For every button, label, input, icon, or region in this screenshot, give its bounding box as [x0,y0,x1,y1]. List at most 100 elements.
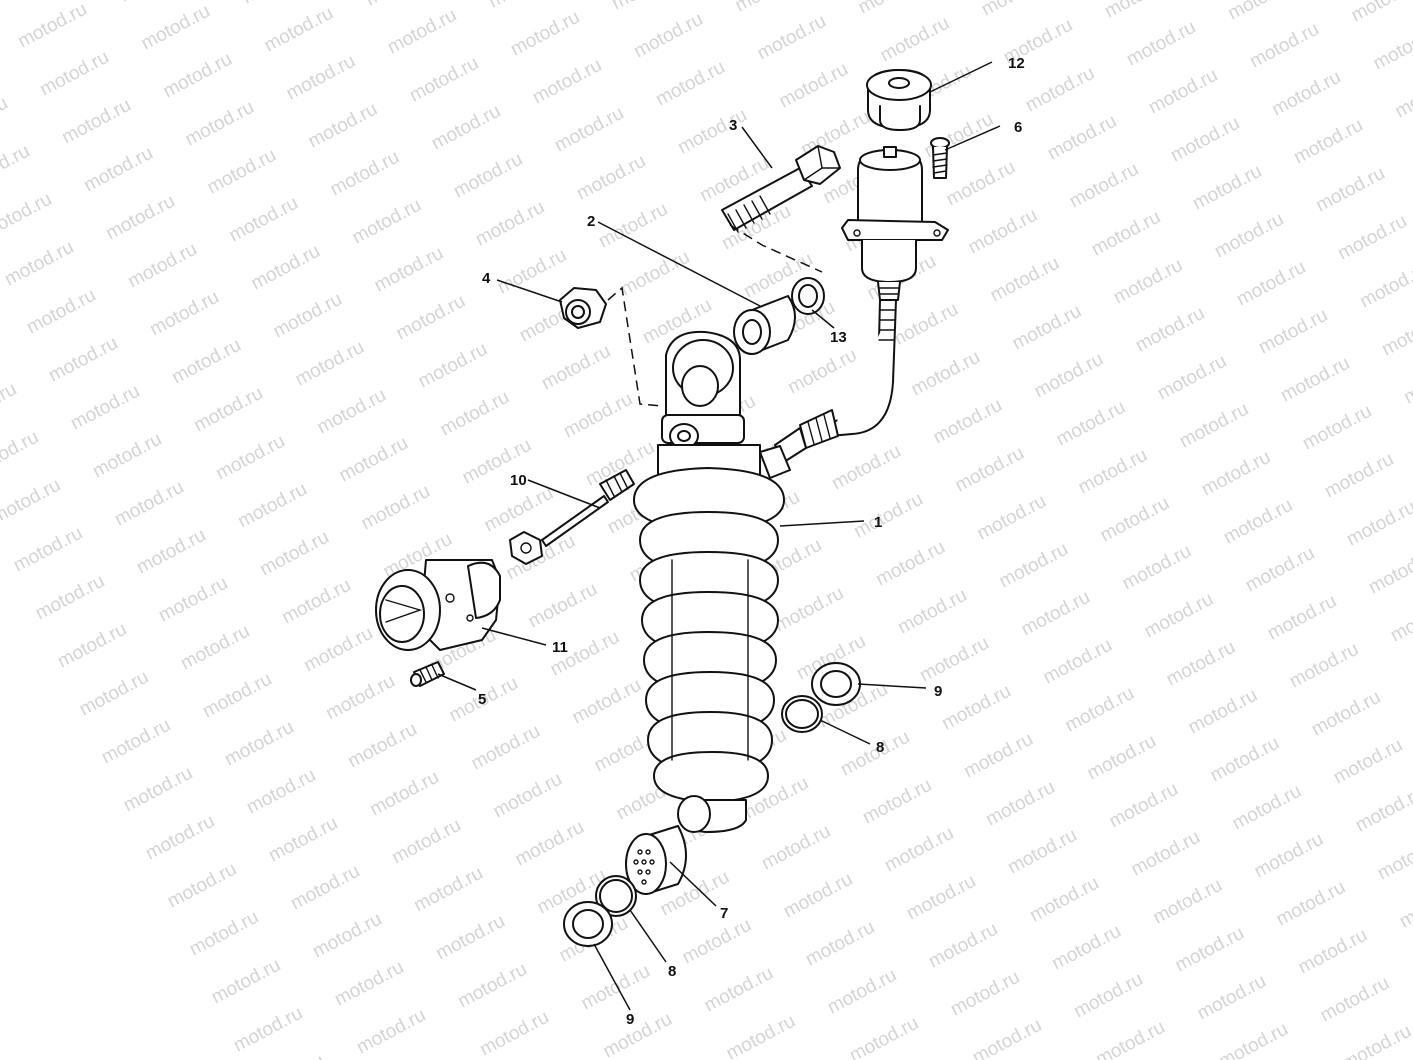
watermark-text: motod.ru [1352,783,1413,837]
watermark-text: motod.ru [938,681,1014,735]
watermark-text: motod.ru [1,237,77,291]
watermark-text: motod.ru [146,287,222,341]
watermark-text: motod.ru [287,861,363,915]
watermark-text: motod.ru [1040,635,1116,689]
watermark-text: motod.ru [0,189,55,243]
watermark-text: motod.ru [362,0,438,10]
watermark-text: motod.ru [1132,303,1208,357]
watermark-text: motod.ru [908,347,984,401]
watermark-text: motod.ru [930,395,1006,449]
watermark-text: motod.ru [1334,211,1410,265]
watermark-text: motod.ru [679,915,755,969]
watermark-text: motod.ru [855,0,931,18]
part-mounting-bolt [721,145,841,273]
callout-spring-shock-assembly: 1 [874,514,882,531]
watermark-text: motod.ru [155,573,231,627]
watermark-text: motod.ru [1207,733,1283,787]
watermark-text: motod.ru [23,285,99,339]
watermark-text: motod.ru [1172,923,1248,977]
callout-washer: 13 [830,329,847,346]
watermark-text: motod.ru [1299,401,1375,455]
watermark-text: motod.ru [754,11,830,65]
callout-seal-left: 9 [626,1011,634,1028]
watermark-text: motod.ru [850,489,926,543]
watermark-text: motod.ru [494,245,570,299]
watermark-text: motod.ru [142,811,218,865]
part-seal-right [811,662,861,706]
watermark-text: motod.ru [1339,1021,1413,1060]
watermark-text: motod.ru [1211,209,1287,263]
watermark-text: motod.ru [327,147,403,201]
watermark-text: motod.ru [886,299,962,353]
watermark-text: motod.ru [1343,497,1413,551]
watermark-text: motod.ru [358,481,434,535]
watermark-text: motod.ru [1242,543,1318,597]
watermark-text: motod.ru [1092,1017,1168,1060]
watermark-text: motod.ru [1251,829,1327,883]
watermark-text: motod.ru [701,963,777,1017]
watermark-text: motod.ru [204,145,280,199]
watermark-text: motod.ru [974,491,1050,545]
watermark-text: motod.ru [608,0,684,14]
watermark-text: motod.ru [349,195,425,249]
watermark-text: motod.ru [1400,355,1413,409]
watermark-text: motod.ru [234,479,310,533]
watermark-text: motod.ru [292,337,368,391]
watermark-text: motod.ru [366,767,442,821]
watermark-text: motod.ru [960,729,1036,783]
watermark-text: motod.ru [32,571,108,625]
watermark-text: motod.ru [925,919,1001,973]
watermark-text: motod.ru [270,289,346,343]
watermark-text: motod.ru [138,1,214,55]
watermark-text: motod.ru [982,777,1058,831]
watermark-text: motod.ru [124,239,200,293]
watermark-text: motod.ru [1392,69,1413,123]
watermark-text: motod.ru [1031,349,1107,403]
watermark-text: motod.ru [256,527,332,581]
watermark-text: motod.ru [560,389,636,443]
callout-labels: 1 2 3 4 5 6 7 8 8 9 9 10 11 12 13 [478,55,1025,1028]
watermark-text: motod.ru [1365,545,1413,599]
watermark-text: motod.ru [732,0,808,16]
watermark-text: motod.ru [283,51,359,105]
watermark-text: motod.ru [278,575,354,629]
watermark-text: motod.ru [824,965,900,1019]
watermark-text: motod.ru [481,483,557,537]
watermark-text: motod.ru [877,13,953,67]
callout-preload-adjuster: 11 [552,639,568,656]
watermark-text: motod.ru [996,539,1072,593]
watermark-text: motod.ru [1194,971,1270,1025]
watermark-text: motod.ru [1150,875,1226,929]
watermark-text: motod.ru [133,525,209,579]
watermark-text: motod.ru [828,441,904,495]
watermark-text: motod.ru [1330,735,1406,789]
watermark-text: motod.ru [1308,687,1384,741]
watermark-text: motod.ru [723,1011,799,1060]
part-reservoir-screw [930,137,950,179]
watermark-text: motod.ru [406,53,482,107]
watermark-text: motod.ru [300,623,376,677]
watermark-text: motod.ru [987,253,1063,307]
watermark-text: motod.ru [595,199,671,253]
watermark-text: motod.ru [538,341,614,395]
callout-adjuster-rod: 10 [510,472,527,489]
watermark-text: motod.ru [384,5,460,59]
watermark-text: motod.ru [1255,305,1331,359]
watermark-text: motod.ru [1075,445,1151,499]
leader-lines [437,61,1001,1011]
watermark-text: motod.ru [58,95,134,149]
watermark-text: motod.ru [1189,161,1265,215]
watermark-text: motod.ru [1387,593,1413,647]
watermark-text: motod.ru [1264,591,1340,645]
part-o-ring-left [595,875,637,917]
watermark-text: motod.ru [36,47,112,101]
watermark-text: motod.ru [1295,925,1371,979]
watermark-text: motod.ru [14,0,90,52]
watermark-text: motod.ru [208,955,284,1009]
watermark-text: motod.ru [10,523,86,577]
watermark-text: motod.ru [1286,639,1362,693]
watermark-text: motod.ru [248,241,324,295]
watermark-text: motod.ru [617,247,693,301]
watermark-text: motod.ru [454,959,530,1013]
watermark-text: motod.ru [102,191,178,245]
